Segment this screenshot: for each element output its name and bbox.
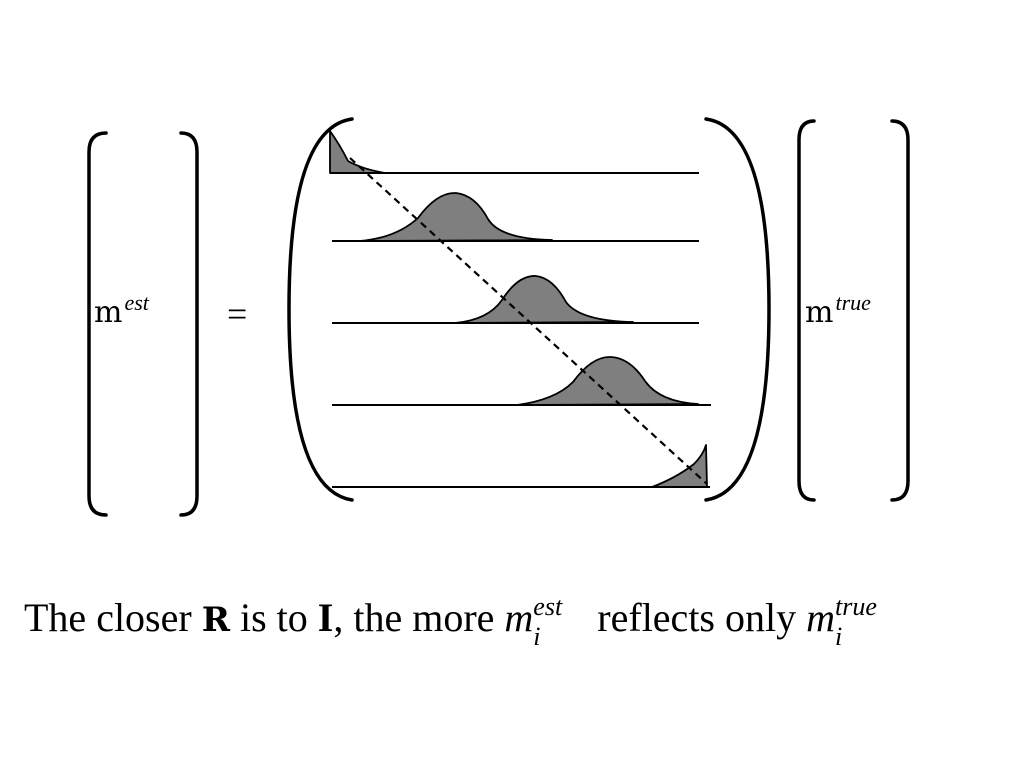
caption-part-3: , the more [333, 595, 505, 640]
m-est-base: m [94, 295, 123, 330]
m-est-label: mest [94, 292, 149, 330]
row-1-kernel-shape [329, 130, 386, 174]
m-i-est-sup: est [533, 592, 563, 621]
caption-r-symbol: R [201, 600, 230, 640]
m-i-est-base: m [504, 595, 534, 640]
m-i-true-sup: true [835, 592, 877, 621]
matrix-right-paren [704, 117, 771, 502]
right-vector-left-bracket [797, 119, 816, 502]
caption-i-symbol: I [317, 595, 334, 640]
equals-sign: = [227, 294, 248, 334]
left-vector-right-bracket [179, 131, 199, 517]
m-true-base: m [805, 295, 834, 330]
matrix-rows [329, 130, 711, 488]
m-true-superscript: true [835, 290, 871, 315]
m-true-label: mtrue [805, 292, 871, 330]
matrix-left-paren [287, 117, 354, 502]
matrix-diagonal-dashed-line [349, 157, 708, 485]
row-3-kernel-shape [454, 275, 634, 324]
right-vector-right-bracket [890, 119, 910, 502]
row-4-kernel-shape [516, 356, 699, 406]
left-vector-left-bracket [87, 131, 108, 517]
m-i-true-sub: i [835, 622, 843, 651]
m-i-est-sub: i [533, 622, 541, 651]
m-est-superscript: est [124, 290, 149, 315]
caption-part-2: is to [229, 595, 318, 640]
row-2-kernel-shape [359, 192, 553, 242]
caption-part-1: The closer [24, 595, 202, 640]
row-5-kernel-shape [651, 444, 708, 488]
caption-part-4: reflects only [587, 595, 807, 640]
m-i-true-base: m [806, 595, 835, 640]
